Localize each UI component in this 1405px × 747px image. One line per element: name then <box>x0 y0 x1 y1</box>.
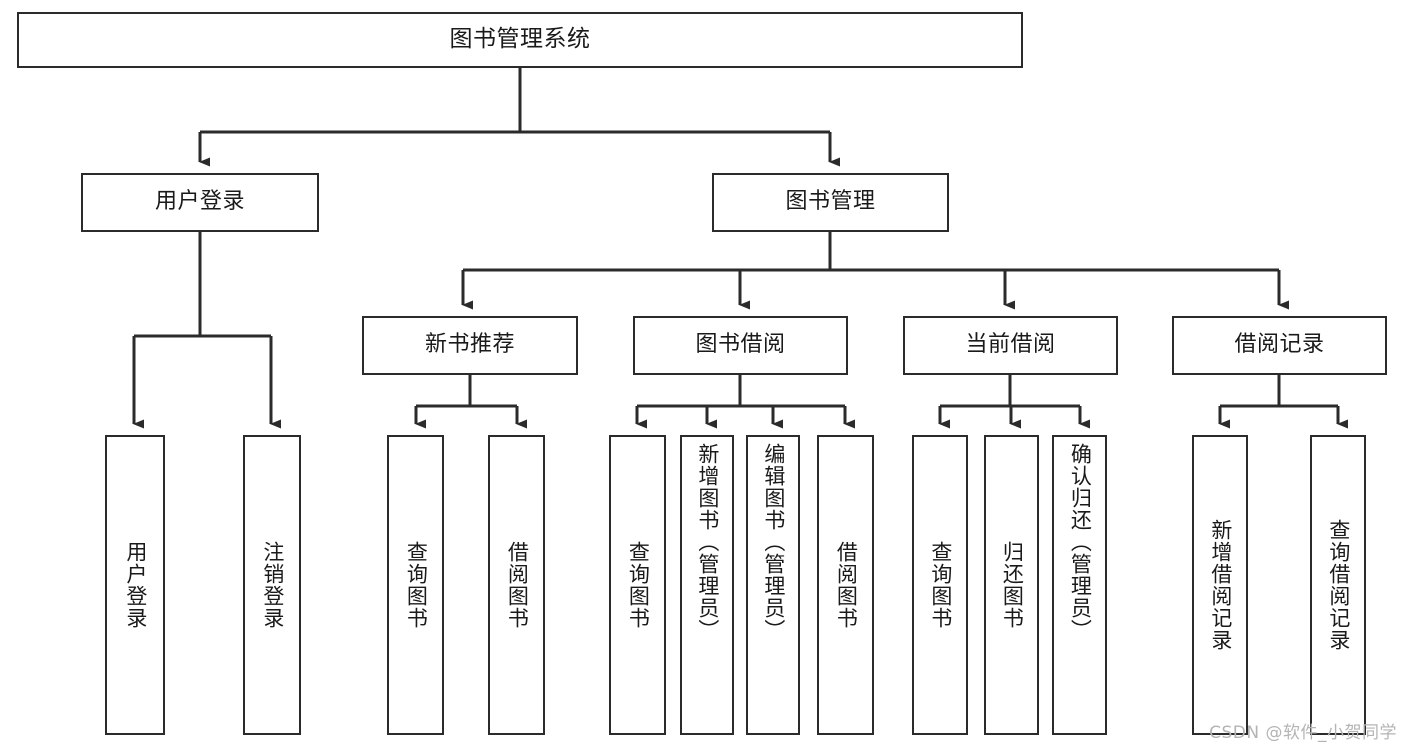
node-label: 注销登录 <box>260 541 285 629</box>
csdn-watermark: CSDN @软件_小贺同学 <box>1209 723 1397 743</box>
node-label: 用户登录 <box>154 189 245 215</box>
leaf-borrow-query-book[interactable]: 查询图书 <box>609 435 666 735</box>
node-label: 归还图书 <box>1000 541 1025 629</box>
node-label: 当前借阅 <box>965 332 1056 358</box>
node-label: 编辑图书（管理员） <box>761 443 786 641</box>
node-label: 查询图书 <box>626 541 651 629</box>
node-label: 新增借阅记录 <box>1208 519 1233 651</box>
node-label: 借阅图书 <box>834 541 859 629</box>
leaf-borrow-borrow-book[interactable]: 借阅图书 <box>817 435 874 735</box>
node-user-login[interactable]: 用户登录 <box>81 173 319 232</box>
node-label: 查询借阅记录 <box>1326 519 1351 651</box>
node-label: 图书管理 <box>785 189 876 215</box>
leaf-records-query-record[interactable]: 查询借阅记录 <box>1310 435 1366 735</box>
node-book-management[interactable]: 图书管理 <box>712 173 949 232</box>
node-label: 图书管理系统 <box>449 26 591 53</box>
node-label: 新书推荐 <box>424 332 515 358</box>
node-label: 查询图书 <box>404 541 429 629</box>
node-label: 图书借阅 <box>695 332 786 358</box>
node-current-borrow[interactable]: 当前借阅 <box>903 316 1118 375</box>
leaf-user-login[interactable]: 用户登录 <box>105 435 165 735</box>
leaf-newbook-query-book[interactable]: 查询图书 <box>387 435 444 735</box>
leaf-borrow-edit-book-admin[interactable]: 编辑图书（管理员） <box>746 435 800 735</box>
node-book-borrow[interactable]: 图书借阅 <box>633 316 848 375</box>
node-borrow-records[interactable]: 借阅记录 <box>1172 316 1387 375</box>
node-label: 查询图书 <box>928 541 953 629</box>
node-root-system[interactable]: 图书管理系统 <box>17 12 1023 68</box>
node-new-book-recommend[interactable]: 新书推荐 <box>362 316 578 375</box>
leaf-newbook-borrow-book[interactable]: 借阅图书 <box>488 435 545 735</box>
node-label: 确认归还（管理员） <box>1068 443 1093 641</box>
leaf-current-confirm-return-admin[interactable]: 确认归还（管理员） <box>1052 435 1107 735</box>
node-label: 用户登录 <box>123 541 148 629</box>
node-label: 借阅图书 <box>505 541 530 629</box>
node-label: 新增图书（管理员） <box>695 443 720 641</box>
leaf-logout-login[interactable]: 注销登录 <box>243 435 301 735</box>
leaf-current-query-book[interactable]: 查询图书 <box>912 435 968 735</box>
node-label: 借阅记录 <box>1234 332 1325 358</box>
leaf-borrow-add-book-admin[interactable]: 新增图书（管理员） <box>680 435 734 735</box>
leaf-records-add-record[interactable]: 新增借阅记录 <box>1192 435 1248 735</box>
leaf-current-return-book[interactable]: 归还图书 <box>984 435 1039 735</box>
